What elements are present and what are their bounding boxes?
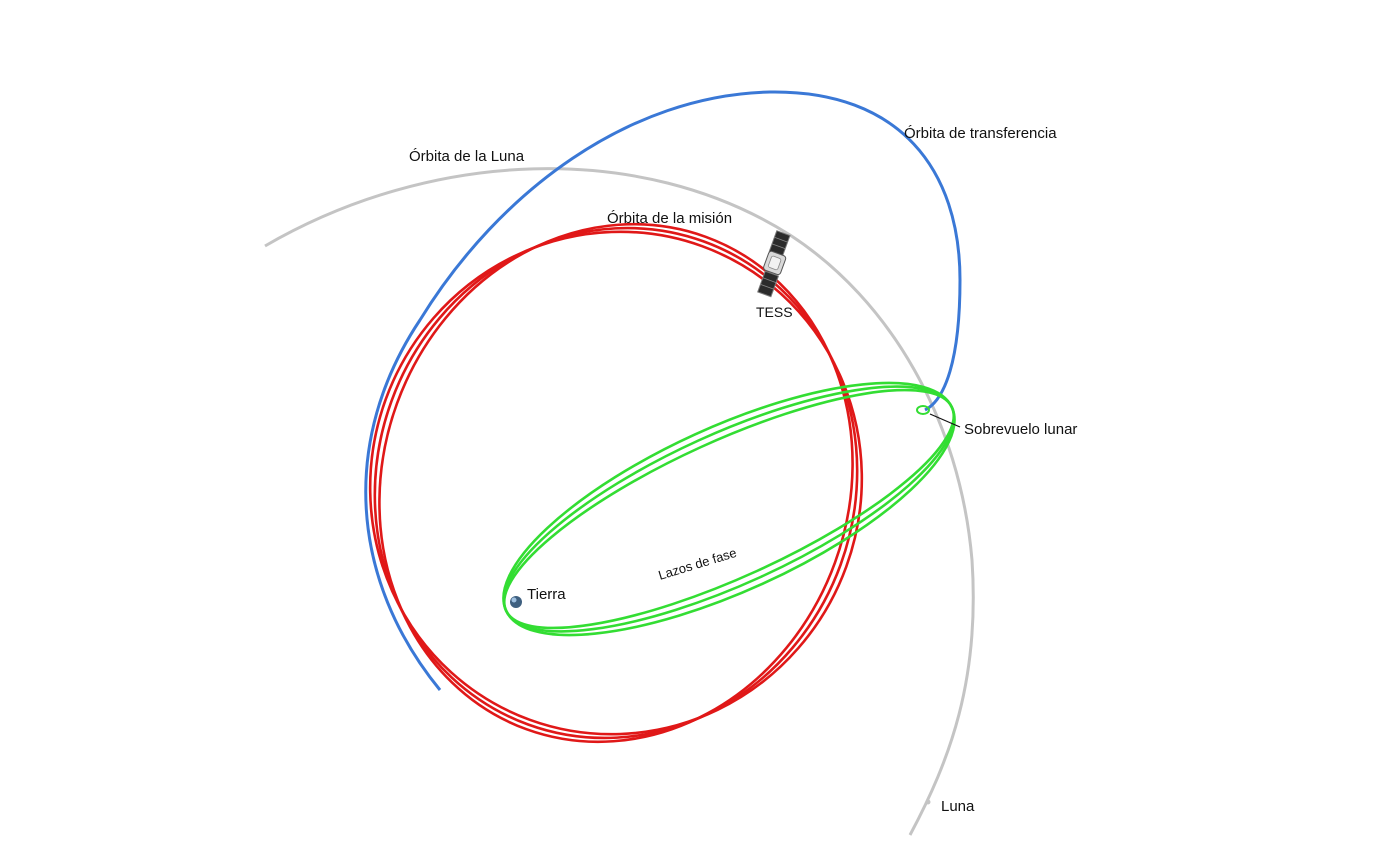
transfer-orbit-path — [364, 90, 962, 691]
moon-label: Luna — [941, 798, 975, 815]
mission-orbit-group — [368, 222, 864, 744]
mission-orbit-loop — [373, 226, 859, 740]
satellite-icon — [757, 230, 791, 298]
moon-orbit-label: Órbita de la Luna — [409, 148, 525, 165]
phasing-loop — [502, 381, 956, 637]
phasing-loops-label: Lazos de fase — [656, 545, 738, 583]
moon-orbit-path — [264, 167, 975, 836]
earth-label: Tierra — [527, 586, 566, 603]
moon-icon — [925, 799, 931, 805]
phasing-loops-group — [502, 381, 956, 637]
mission-orbit-loop — [368, 230, 864, 736]
mission-orbit-loop — [378, 222, 854, 744]
phasing-loop — [502, 388, 956, 630]
transfer-orbit-label: Órbita de transferencia — [904, 125, 1057, 142]
earth-icon — [510, 596, 522, 608]
lunar-flyby-label: Sobrevuelo lunar — [964, 421, 1077, 438]
phasing-loop — [916, 405, 930, 415]
tess-label: TESS — [756, 304, 793, 320]
mission-orbit-label: Órbita de la misión — [607, 210, 732, 227]
lunar-flyby-pointer — [929, 413, 961, 428]
